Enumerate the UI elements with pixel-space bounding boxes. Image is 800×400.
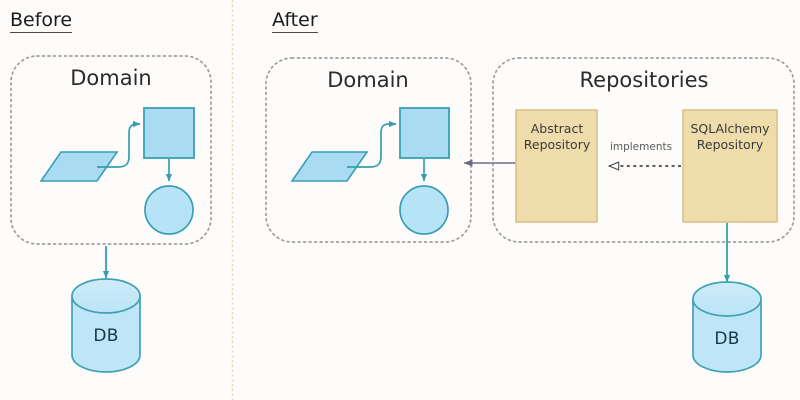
- after-input-parallelogram: [290, 151, 369, 182]
- before-input-parallelogram: [39, 151, 119, 182]
- after-db-label: DB: [714, 329, 740, 349]
- before-section-title: Before: [10, 9, 73, 34]
- after-process-square: [399, 107, 450, 159]
- before-database-cylinder: [71, 278, 141, 373]
- after-parallelogram-to-square-edge: [347, 120, 397, 168]
- sqlalchemy-repository-label-line1: SQLAlchemy: [690, 121, 770, 136]
- before-entity-circle: [144, 185, 194, 235]
- before-domain-title: Domain: [70, 66, 152, 90]
- after-section-title: After: [272, 9, 318, 34]
- sqlalchemy-repository-label-line2: Repository: [696, 136, 764, 152]
- abstract-repository-box: [515, 109, 598, 223]
- after-domain-container: [265, 57, 472, 243]
- after-domain-title: Domain: [327, 68, 409, 92]
- implements-edge-label: implements: [609, 141, 673, 153]
- sqlalchemy-repository-box: [682, 109, 778, 223]
- before-parallelogram-to-square-edge: [97, 120, 141, 168]
- after-database-cylinder: [692, 281, 762, 373]
- abstract-repository-label-line2: Repository: [523, 136, 591, 152]
- abstract-repository-label-line1: Abstract: [530, 121, 584, 136]
- before-db-label: DB: [93, 326, 119, 346]
- repositories-title: Repositories: [579, 68, 709, 92]
- before-domain-container: [10, 55, 212, 245]
- after-entity-circle: [399, 185, 449, 235]
- before-process-square: [143, 107, 195, 159]
